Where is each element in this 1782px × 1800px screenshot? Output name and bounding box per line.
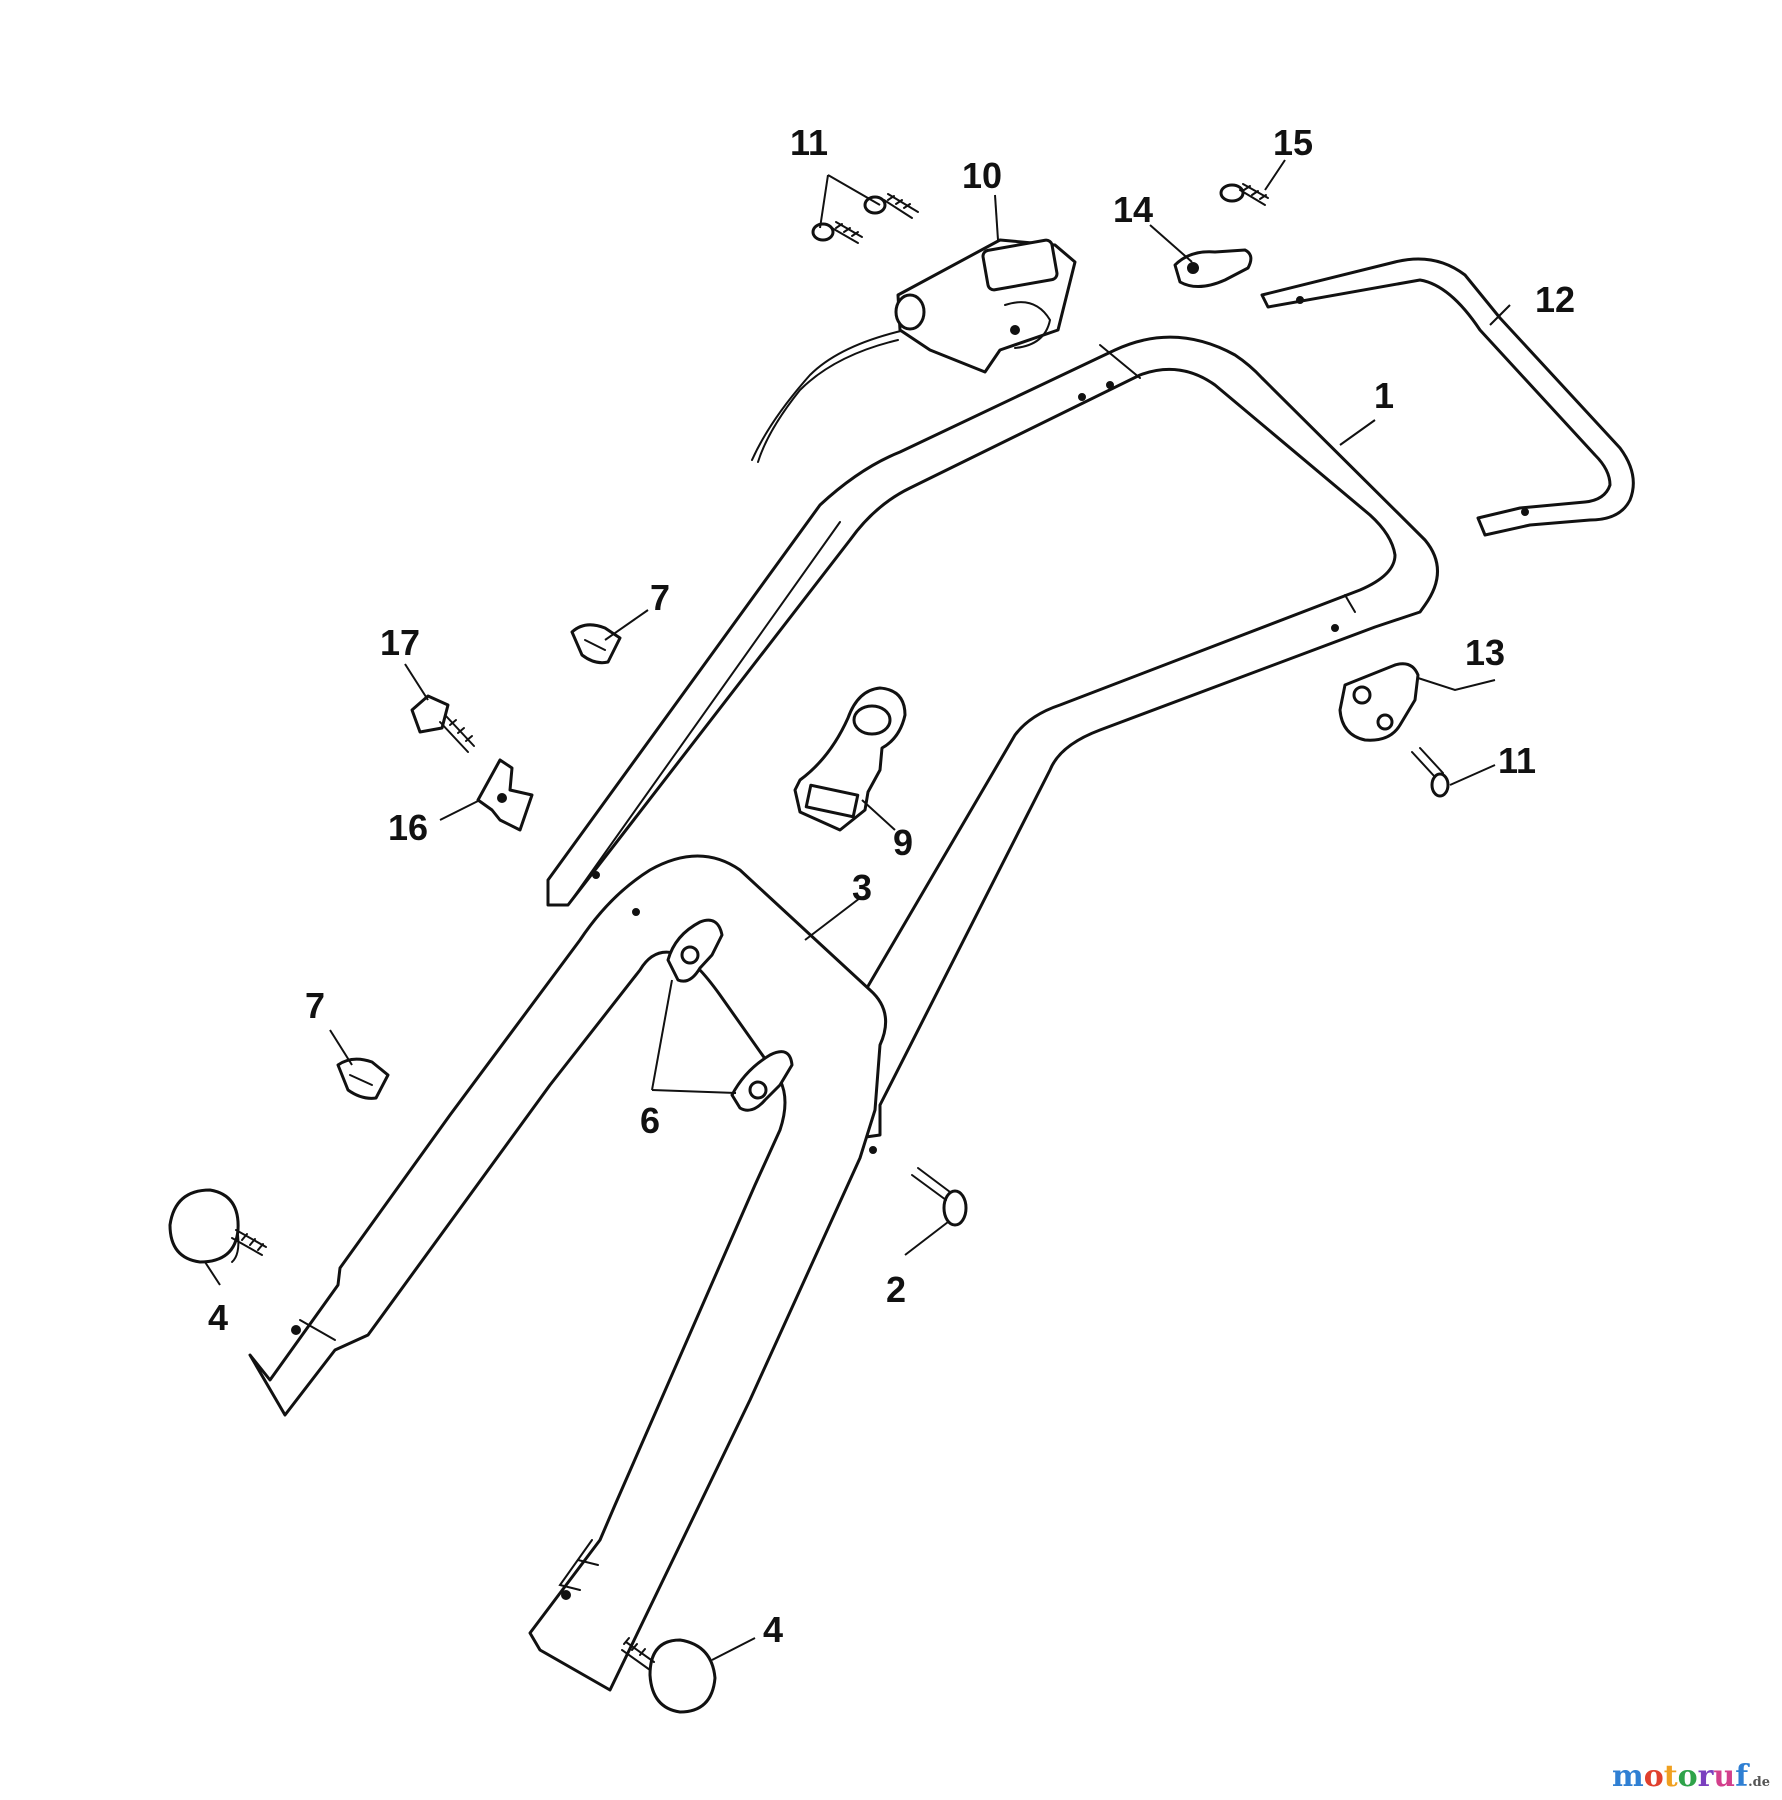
carriage-bolt-part-2 — [911, 1167, 968, 1227]
callout-1: 1 — [1374, 375, 1394, 416]
handle-knob-part-4-bottom — [621, 1637, 717, 1714]
callout-14: 14 — [1113, 189, 1153, 230]
knob-bolt-part-17 — [410, 694, 475, 753]
callout-4-bottom: 4 — [763, 1609, 783, 1650]
watermark-letter: o — [1643, 1759, 1664, 1794]
screws-part-11-upper — [811, 193, 919, 244]
control-bar-part-12 — [1260, 257, 1635, 537]
lower-handle-part-3 — [248, 854, 888, 1692]
cable-guide-part-9 — [793, 686, 907, 832]
callout-9: 9 — [893, 822, 913, 863]
callout-labels: 1 2 3 4 4 6 7 7 9 10 11 11 12 13 14 15 1… — [208, 122, 1575, 1650]
callout-6: 6 — [640, 1100, 660, 1141]
callout-17: 17 — [380, 622, 420, 663]
watermark-letter: m — [1611, 1759, 1644, 1794]
watermark-letter: u — [1713, 1759, 1736, 1794]
callout-11-right: 11 — [1498, 740, 1536, 781]
callout-7-lower: 7 — [305, 985, 325, 1026]
clip-part-7-lower — [336, 1057, 390, 1100]
clip-part-14 — [1173, 248, 1253, 288]
leader-lines — [204, 159, 1511, 1661]
cable-clip-part-16 — [476, 758, 534, 832]
callout-13: 13 — [1465, 632, 1505, 673]
callout-4-left: 4 — [208, 1297, 228, 1338]
callout-11-upper: 11 — [790, 122, 828, 163]
screw-part-11-right — [1411, 747, 1450, 798]
motoruf-watermark-logo: motoruf.de — [1612, 1759, 1770, 1794]
callout-12: 12 — [1535, 279, 1575, 320]
callout-10: 10 — [962, 155, 1002, 196]
callout-15: 15 — [1273, 122, 1313, 163]
watermark-letter: t — [1663, 1759, 1678, 1794]
bracket-part-13 — [1338, 662, 1420, 742]
callout-16: 16 — [388, 807, 428, 848]
callout-3: 3 — [852, 867, 872, 908]
wing-nuts-part-6 — [666, 918, 794, 1112]
handle-knob-part-4-left — [168, 1188, 267, 1264]
upper-handle-part-1 — [546, 329, 1439, 1150]
clip-part-7-upper — [570, 623, 622, 665]
watermark-letter: r — [1697, 1759, 1714, 1794]
watermark-tld: .de — [1748, 1775, 1770, 1790]
watermark-letter: f — [1735, 1759, 1749, 1794]
screw-part-15 — [1219, 183, 1269, 206]
switch-box-part-10 — [894, 238, 1077, 374]
callout-2: 2 — [886, 1269, 906, 1310]
callout-7-upper: 7 — [650, 577, 670, 618]
watermark-letter: o — [1677, 1759, 1698, 1794]
